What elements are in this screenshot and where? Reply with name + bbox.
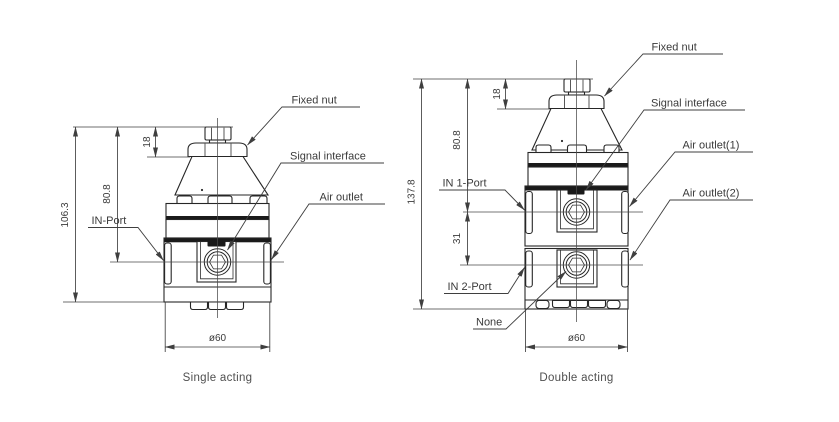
single-acting-drawing: 106.3 80.8 18 ø60 Fixed nut Signal inter… xyxy=(60,95,385,384)
flange-tab xyxy=(535,144,552,154)
dim-upper-height: 80.8 xyxy=(452,130,463,150)
bonnet-mark xyxy=(200,188,204,192)
bonnet-mark xyxy=(560,139,564,143)
label-signal-interface: Signal interface xyxy=(651,98,727,110)
bottom-bumper-left xyxy=(535,299,550,310)
seal-band xyxy=(528,163,628,167)
side-tab-left xyxy=(164,242,172,285)
label-air-outlet-2: Air outlet(2) xyxy=(683,188,740,200)
dim-overall-height: 137.8 xyxy=(407,179,418,204)
top-nut xyxy=(563,78,591,93)
label-fixed-nut: Fixed nut xyxy=(652,42,697,54)
dim-nut-height: 18 xyxy=(492,88,503,100)
bottom-lug xyxy=(225,301,245,311)
dim-nut-height: 18 xyxy=(142,136,153,148)
signal-port-badge xyxy=(207,240,226,247)
label-in1-port: IN 1-Port xyxy=(443,178,487,190)
single-labels: Fixed nut Signal interface Air outlet IN… xyxy=(88,95,385,261)
bonnet xyxy=(531,107,623,151)
single-dimensions: 106.3 80.8 18 ø60 xyxy=(60,126,271,352)
label-none: None xyxy=(476,317,502,329)
double-acting-drawing: 137.8 80.8 18 31 ø60 Fixed nut Signal in… xyxy=(407,42,753,384)
flange-tab xyxy=(176,195,193,205)
bottom-bumper-right xyxy=(606,299,621,310)
bonnet xyxy=(174,155,270,196)
side-tab-right xyxy=(263,242,271,285)
label-air-outlet: Air outlet xyxy=(320,192,363,204)
bottom-lug xyxy=(189,301,209,311)
bottom-lug xyxy=(207,301,227,311)
mid-band xyxy=(527,166,629,187)
label-fixed-nut: Fixed nut xyxy=(292,95,337,107)
dim-overall-height: 106.3 xyxy=(60,202,71,227)
body1-tab-right xyxy=(621,190,629,235)
top-nut xyxy=(204,126,232,141)
flange-tab xyxy=(207,195,233,205)
flange-tab xyxy=(603,144,620,154)
flange-tab xyxy=(566,144,588,154)
caption-double-acting: Double acting xyxy=(539,372,613,384)
label-signal-interface: Signal interface xyxy=(290,151,366,163)
body2-tab-right xyxy=(621,250,629,288)
dim-diameter: ø60 xyxy=(209,333,227,344)
caption-single-acting: Single acting xyxy=(183,372,253,384)
label-in-port: IN-Port xyxy=(92,215,127,227)
body1-tab-left xyxy=(525,190,533,235)
label-air-outlet-1: Air outlet(1) xyxy=(683,140,740,152)
dim-upper-height: 80.8 xyxy=(102,184,113,204)
bottom-lug xyxy=(587,299,607,309)
dim-diameter: ø60 xyxy=(568,333,586,344)
double-dimensions: 137.8 80.8 18 31 ø60 xyxy=(407,78,628,352)
body2-tab-left xyxy=(525,250,533,288)
bottom-lug xyxy=(551,299,571,309)
single-device xyxy=(110,118,284,318)
signal-port-badge xyxy=(567,188,585,195)
double-device xyxy=(460,60,643,322)
double-labels: Fixed nut Signal interface Air outlet(1)… xyxy=(439,42,753,330)
port2-recess xyxy=(556,249,598,288)
dim-port-spacing: 31 xyxy=(452,233,463,245)
bottom-lug xyxy=(569,299,589,309)
label-in2-port: IN 2-Port xyxy=(448,281,492,293)
